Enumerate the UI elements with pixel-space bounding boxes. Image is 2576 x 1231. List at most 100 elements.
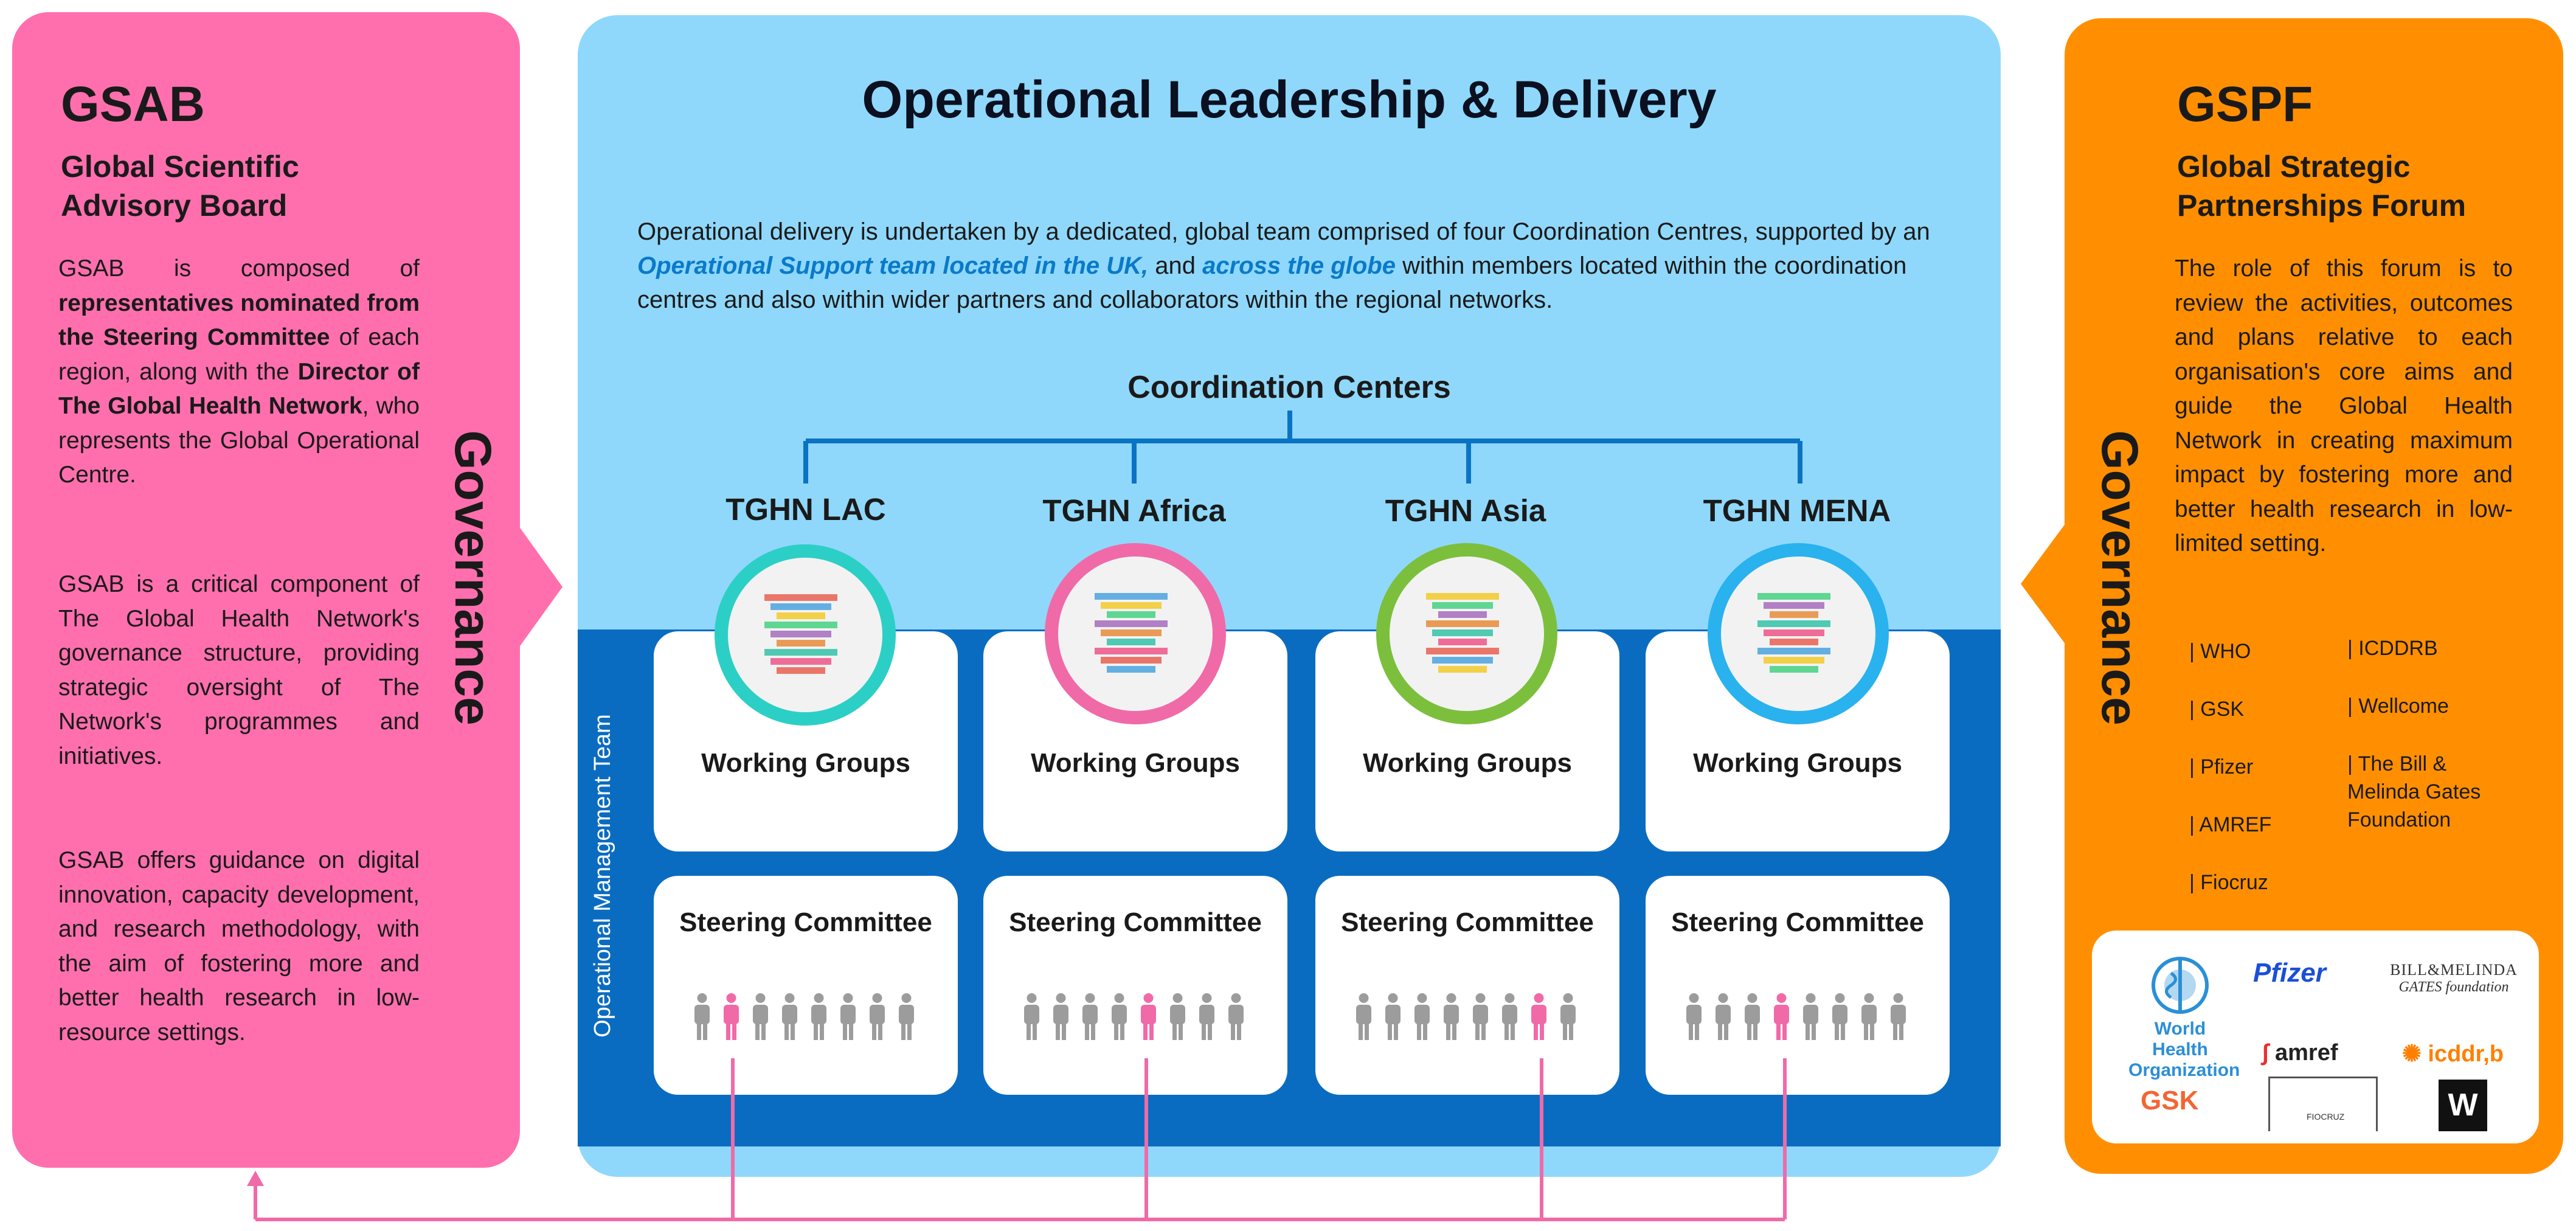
working-groups-label: Working Groups xyxy=(701,748,910,778)
steering-committee-card xyxy=(1646,876,1950,1095)
gates-logo: BILL&MELINDA GATES foundation xyxy=(2384,961,2524,996)
region-map-stripes xyxy=(1757,593,1830,673)
person-icon xyxy=(1891,993,1906,1040)
partner-amref: | AMREF xyxy=(2189,813,2272,836)
partner-wellcome: | Wellcome xyxy=(2347,695,2449,718)
person-icon xyxy=(1356,993,1371,1040)
person-icon xyxy=(1560,993,1576,1040)
steering-committee-label: Steering Committee xyxy=(1341,907,1594,937)
feedback-arrow-icon xyxy=(247,1171,264,1186)
working-groups-label: Working Groups xyxy=(1363,748,1572,778)
region-map-stripes xyxy=(764,594,837,674)
who-logo: World Health Organization xyxy=(2128,955,2240,1081)
person-icon xyxy=(1861,993,1877,1040)
person-icon xyxy=(1832,993,1847,1040)
person-icon xyxy=(899,993,914,1040)
gsab-name-line2: Advisory Board xyxy=(61,189,288,223)
gsab-paragraph-guidance: GSAB offers guidance on digital innovati… xyxy=(58,847,420,1045)
partner-gsk: | GSK xyxy=(2189,698,2245,721)
steering-committee-card xyxy=(654,876,958,1095)
person-icon xyxy=(1803,993,1818,1040)
person-icon xyxy=(1444,993,1459,1040)
working-groups-label: Working Groups xyxy=(1693,748,1902,778)
gsab-governance-label: Governance xyxy=(445,430,502,726)
amref-logo: ∫ amref xyxy=(2262,1040,2338,1066)
gsab-p1-text-a: GSAB is composed of xyxy=(58,255,420,282)
person-icon xyxy=(1082,993,1098,1040)
gspf-governance-label: Governance xyxy=(2091,430,2148,726)
steering-members-row xyxy=(690,993,918,1041)
person-icon xyxy=(1716,993,1731,1040)
person-icon xyxy=(811,993,826,1040)
mena-map-icon xyxy=(1708,543,1889,724)
steering-members-row xyxy=(1682,993,1910,1041)
region-map-stripes xyxy=(1095,593,1168,673)
desc-text-c: within members located within the coordi… xyxy=(637,252,1907,313)
asia-map-icon xyxy=(1376,543,1557,724)
person-icon xyxy=(753,993,768,1040)
gsab-p1-text-c: of each region, along with the xyxy=(58,324,420,385)
who-emblem-icon xyxy=(2152,957,2209,1014)
partner-fiocruz: | Fiocruz xyxy=(2189,871,2268,894)
gspf-name-line1: Global Strategic xyxy=(2177,150,2411,184)
operational-description: Operational delivery is undertaken by a … xyxy=(637,215,1945,317)
hub-name-lac: TGHN LAC xyxy=(725,492,886,527)
fiocruz-logo: FIOCRUZ xyxy=(2268,1077,2378,1131)
gates-logo-line2: GATES foundation xyxy=(2398,979,2509,995)
desc-text-a: Operational delivery is undertaken by a … xyxy=(637,218,1930,245)
coordination-centers-label: Coordination Centers xyxy=(1127,370,1451,405)
gsab-name-line1: Global Scientific xyxy=(61,150,299,184)
operational-title: Operational Leadership & Delivery xyxy=(862,71,1717,129)
lac-map-icon xyxy=(715,544,896,726)
person-icon xyxy=(1686,993,1702,1040)
person-icon xyxy=(1531,993,1546,1040)
person-icon xyxy=(1774,993,1789,1040)
person-icon xyxy=(724,993,739,1040)
person-icon xyxy=(1024,993,1039,1040)
person-icon xyxy=(1473,993,1488,1040)
person-icon xyxy=(1414,993,1430,1040)
person-icon xyxy=(1745,993,1760,1040)
coordination-tree-connector xyxy=(803,411,1802,484)
partner-logos-box: World Health Organization Pfizer BILL&ME… xyxy=(2092,931,2539,1143)
partner-icddrb: | ICDDRB xyxy=(2347,637,2438,660)
wellcome-logo: W xyxy=(2439,1080,2487,1131)
fiocruz-logo-text: FIOCRUZ xyxy=(2307,1112,2345,1122)
gspf-paragraph-role: The role of this forum is to review the … xyxy=(2175,255,2513,557)
gsab-abbrev: GSAB xyxy=(61,77,205,132)
person-icon xyxy=(1170,993,1185,1040)
steering-members-row xyxy=(1352,993,1580,1041)
steering-committee-label: Steering Committee xyxy=(1009,907,1262,937)
hub-name-africa: TGHN Africa xyxy=(1042,493,1226,528)
person-icon xyxy=(1112,993,1127,1040)
across-globe-link[interactable]: across the globe xyxy=(1202,252,1396,279)
gsab-p1-bold-reps: representatives nominated from the Steer… xyxy=(58,290,420,351)
steering-committee-card xyxy=(1315,876,1619,1095)
working-groups-label: Working Groups xyxy=(1031,748,1240,778)
gsab-arrow-notch xyxy=(519,526,563,648)
person-icon xyxy=(870,993,885,1040)
amref-mark-icon: ∫ xyxy=(2262,1040,2269,1066)
operational-support-link[interactable]: Operational Support team located in the … xyxy=(637,252,1149,279)
partner-gates: | The Bill & Melinda Gates Foundation xyxy=(2347,752,2481,831)
person-icon xyxy=(840,993,856,1040)
steering-committee-label: Steering Committee xyxy=(679,907,932,937)
steering-members-row xyxy=(1020,993,1248,1041)
gsab-paragraph-oversight: GSAB is a critical component of The Glob… xyxy=(58,571,420,769)
icddrb-mark-icon: ✺ xyxy=(2402,1041,2422,1067)
pfizer-logo: Pfizer xyxy=(2253,958,2326,988)
gsab-p1-text-e: , who represents the Global Operational … xyxy=(58,393,420,488)
person-icon xyxy=(1141,993,1156,1040)
partner-pfizer: | Pfizer xyxy=(2189,755,2254,778)
person-icon xyxy=(1053,993,1068,1040)
gsab-paragraph-composition: GSAB is composed of representatives nomi… xyxy=(58,252,420,493)
desc-text-b: and xyxy=(1148,252,1203,279)
africa-map-icon xyxy=(1045,543,1226,724)
amref-logo-text: amref xyxy=(2274,1040,2338,1066)
gsk-logo: GSK xyxy=(2141,1086,2199,1115)
person-icon xyxy=(1228,993,1244,1040)
hub-name-mena: TGHN MENA xyxy=(1703,493,1891,528)
person-icon xyxy=(694,993,710,1040)
who-logo-text: World Health Organization xyxy=(2128,1019,2240,1080)
region-map-stripes xyxy=(1426,593,1499,673)
